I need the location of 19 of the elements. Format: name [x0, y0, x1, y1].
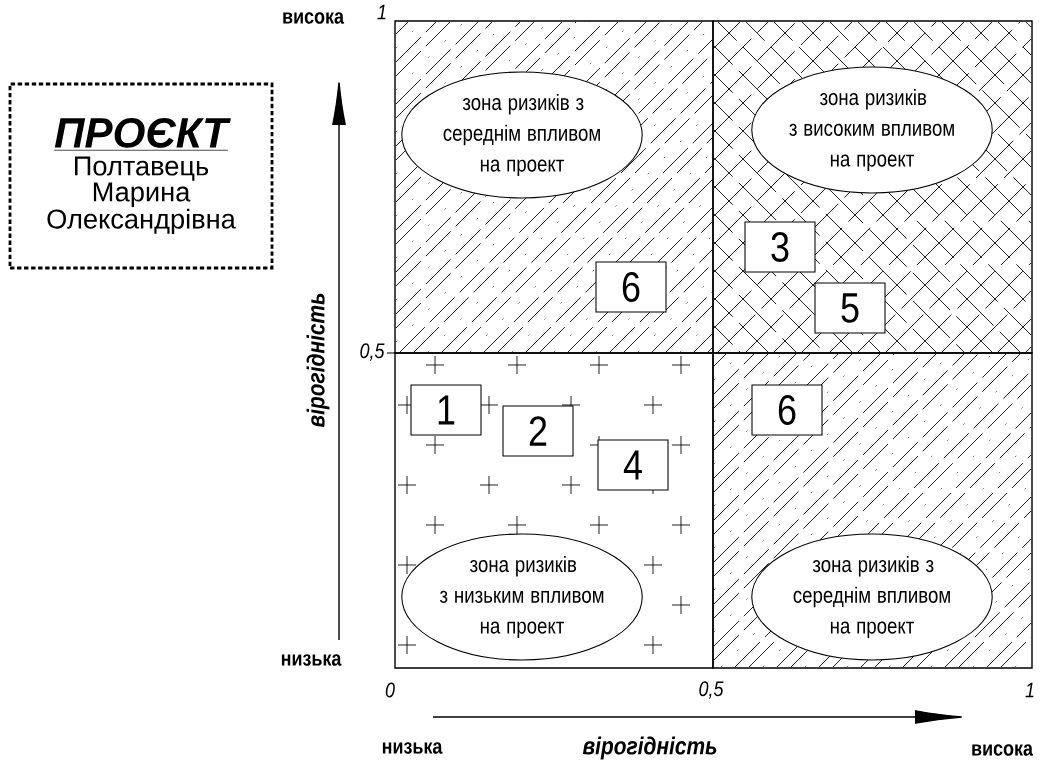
axis-end-label: висока — [283, 12, 345, 24]
axis-tick-label: 0 — [385, 682, 395, 698]
axis-tick-label: 0,5 — [360, 343, 385, 361]
axis-end-label: низька — [382, 742, 443, 754]
axis-title: вірогідність — [582, 736, 717, 760]
risk-number-box: 6 — [595, 261, 667, 313]
axis-title: вірогідність — [306, 293, 330, 428]
risk-number-box: 1 — [410, 384, 482, 436]
risk-number-box: 6 — [751, 384, 823, 436]
risk-number-box: 4 — [597, 439, 669, 491]
axis-tick-label: 0,5 — [699, 681, 724, 699]
axis-end-label: висока — [972, 744, 1034, 756]
risk-number-box: 3 — [744, 221, 816, 273]
axis-tick-label: 1 — [1025, 682, 1034, 698]
risk-number-box: 2 — [502, 405, 574, 457]
risk-number-box: 5 — [814, 282, 886, 334]
axis-end-label: низька — [281, 654, 342, 666]
axis-tick-label: 1 — [377, 4, 386, 20]
title-card: ПРОЄКТ Полтавець Марина Олександрівна — [8, 82, 274, 270]
